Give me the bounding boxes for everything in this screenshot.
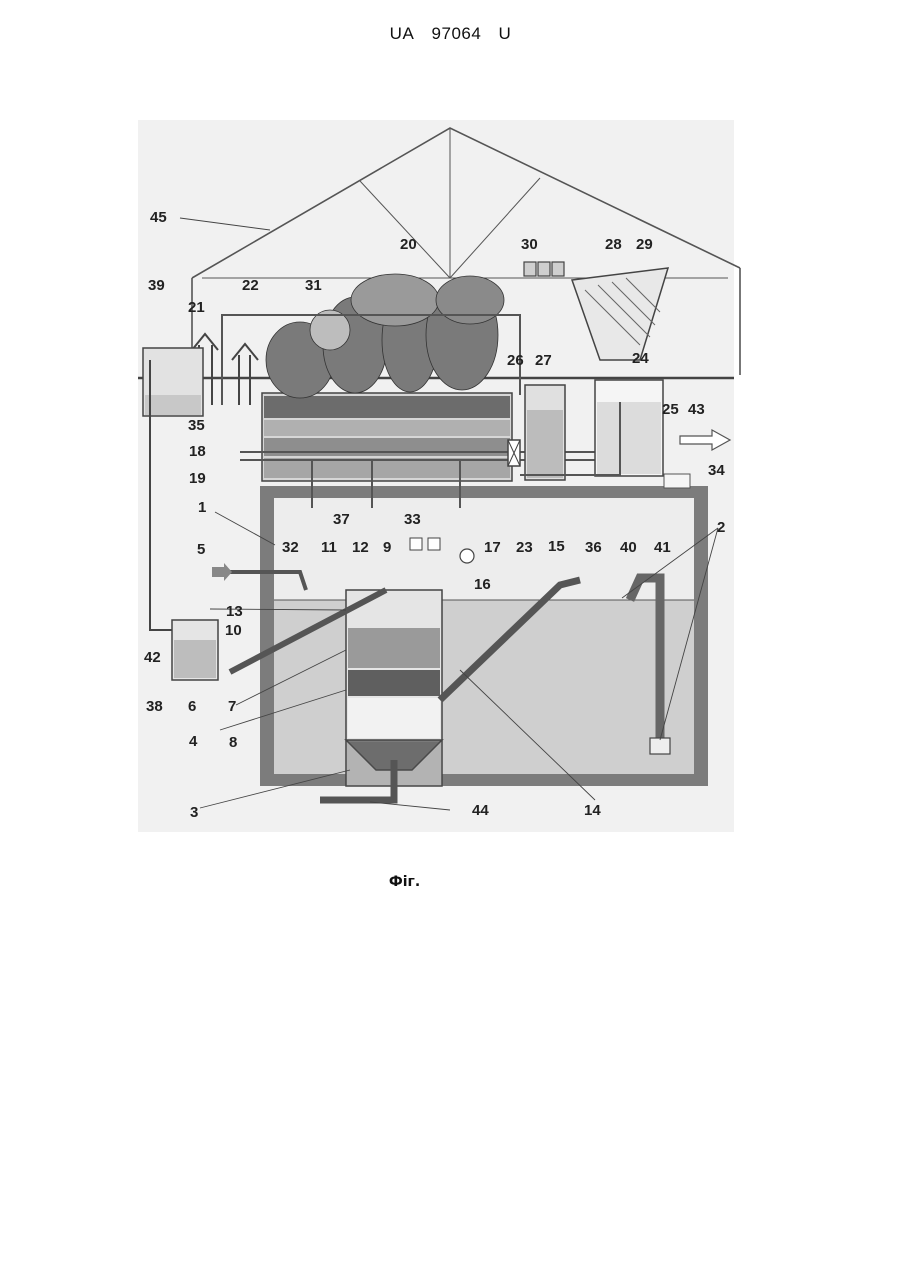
label-2: 2 [717, 519, 725, 536]
label-36: 36 [585, 539, 602, 556]
label-19: 19 [189, 470, 206, 487]
label-8: 8 [229, 734, 237, 751]
label-15: 15 [548, 538, 565, 555]
label-43: 43 [688, 401, 705, 418]
figure-caption: Фіг. [0, 874, 809, 890]
label-39: 39 [148, 277, 165, 294]
dosing-units [524, 262, 564, 276]
pump-2 [650, 738, 670, 754]
label-29: 29 [636, 236, 653, 253]
reservoir [260, 486, 708, 786]
label-23: 23 [516, 539, 533, 556]
label-26: 26 [507, 352, 524, 369]
label-28: 28 [605, 236, 622, 253]
label-45: 45 [150, 209, 167, 226]
label-31: 31 [305, 277, 322, 294]
pressure-gauge-17 [460, 549, 474, 563]
label-34: 34 [708, 462, 725, 479]
label-37: 37 [333, 511, 350, 528]
label-27: 27 [535, 352, 552, 369]
label-25: 25 [662, 401, 679, 418]
label-7: 7 [228, 698, 236, 715]
technical-drawing: 1 2 3 4 5 6 7 8 9 10 11 12 13 14 15 16 1… [0, 0, 901, 900]
label-38: 38 [146, 698, 163, 715]
label-30: 30 [521, 236, 538, 253]
label-6: 6 [188, 698, 196, 715]
label-13: 13 [226, 603, 243, 620]
label-12: 12 [352, 539, 369, 556]
tank-42 [172, 620, 218, 680]
label-16: 16 [474, 576, 491, 593]
tank-25 [595, 380, 663, 476]
label-40: 40 [620, 539, 637, 556]
label-9: 9 [383, 539, 391, 556]
label-10: 10 [225, 622, 242, 639]
label-22: 22 [242, 277, 259, 294]
label-33: 33 [404, 511, 421, 528]
label-17: 17 [484, 539, 501, 556]
label-3: 3 [190, 804, 198, 821]
control-unit-9b [428, 538, 440, 550]
label-1: 1 [198, 499, 206, 516]
label-44: 44 [472, 802, 489, 819]
label-24: 24 [632, 350, 649, 367]
label-11: 11 [321, 539, 337, 556]
biofilter-column [346, 590, 442, 786]
label-42: 42 [144, 649, 161, 666]
label-18: 18 [189, 443, 206, 460]
reservoir-cap-34 [664, 474, 690, 488]
tank-39 [143, 348, 203, 416]
control-unit-9 [410, 538, 422, 550]
label-21: 21 [188, 299, 205, 316]
label-4: 4 [189, 733, 198, 750]
label-32: 32 [282, 539, 299, 556]
label-41: 41 [654, 539, 671, 556]
label-20: 20 [400, 236, 417, 253]
label-35: 35 [188, 417, 205, 434]
label-14: 14 [584, 802, 601, 819]
label-5: 5 [197, 541, 205, 558]
